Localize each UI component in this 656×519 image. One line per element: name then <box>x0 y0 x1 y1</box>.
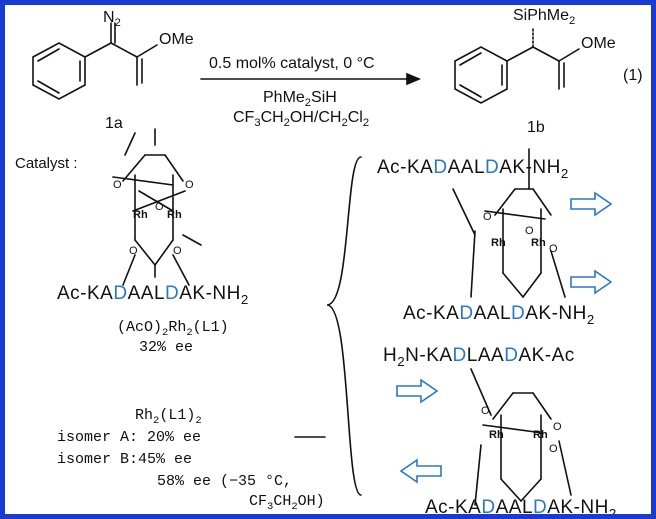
arrow-right-3 <box>396 378 439 404</box>
condition-catalyst-temp: 0.5 mol% catalyst, 0 °C <box>209 55 375 72</box>
complex1-ee: 32% ee <box>139 339 194 356</box>
isomer-a-bottom-peptide: Ac-KADAALDAK-NH2 <box>403 303 595 327</box>
catalyst-dirhodium-core <box>112 128 202 286</box>
isomer-b-final-peptide: Ac-KADAALDAK-NH2 <box>425 497 617 519</box>
product-benzene-ring <box>454 46 508 104</box>
catalyst-o-1: O <box>113 179 122 191</box>
catalyst-peptide-ligand: Ac-KADAALDAK-NH2 <box>57 283 249 307</box>
arrow-left-1 <box>399 458 442 484</box>
isomer-a-o-1: O <box>483 211 492 223</box>
reaction-arrow-head <box>406 72 422 86</box>
reactant-bond-ester <box>136 44 158 58</box>
hollow-arrows <box>396 191 613 484</box>
product-methoxy-label: OMe <box>581 35 616 52</box>
reactant-methoxy-label: OMe <box>159 31 194 48</box>
isomer-b-rh-right: Rh <box>533 429 548 441</box>
catalyst-heading: Catalyst : <box>15 155 78 172</box>
isomer-b-low-temp-ee: 58% ee (−35 °C, <box>157 473 293 490</box>
catalyst-o-5: O <box>173 245 182 257</box>
catalyst-o-3: O <box>155 201 164 213</box>
catalyst-o-4: O <box>129 245 138 257</box>
arrow-right-1 <box>570 191 613 217</box>
isomer-b-o-3: O <box>549 443 558 455</box>
isomer-a-rh-left: Rh <box>491 237 506 249</box>
catalyst-rh-right: Rh <box>167 209 182 221</box>
isomer-a-ee: isomer A: 20% ee <box>57 429 202 446</box>
isomer-a-o-2: O <box>525 225 534 237</box>
product-compound-label: 1b <box>527 119 545 136</box>
isomer-b-o-2: O <box>553 421 562 433</box>
condition-silane: PhMe2SiH <box>263 89 337 110</box>
product-silyl-label: SiPhMe2 <box>513 7 576 28</box>
isomer-a-rh-right: Rh <box>531 237 546 249</box>
isomer-b-reverse-peptide: H2N-KADLAADAK-Ac <box>383 345 575 369</box>
isomer-b-rh-left: Rh <box>489 429 504 441</box>
complex1-formula: (AcO)2Rh2(L1) <box>117 319 229 339</box>
structure-drawing <box>32 22 613 506</box>
equation-number: (1) <box>623 67 643 84</box>
reactant-diazo-label: N2 <box>103 9 121 30</box>
isomer-b-ee: isomer B:45% ee <box>57 451 193 468</box>
isomer-a-core <box>452 148 566 298</box>
isomer-a-o-3: O <box>549 243 558 255</box>
reactant-bond-c-carbonyl <box>110 42 138 58</box>
isomer-b-core <box>470 368 572 506</box>
reactant-benzene-ring <box>32 42 86 100</box>
catalyst-rh-left: Rh <box>133 209 148 221</box>
low-temp-solvent: CF3CH2OH) <box>249 493 325 513</box>
isomer-b-o-1: O <box>481 405 490 417</box>
condition-solvent: CF3CH2OH/CH2Cl2 <box>233 109 370 130</box>
catalyst-o-2: O <box>185 179 194 191</box>
reactant-compound-label: 1a <box>105 115 123 132</box>
isomer-a-top-peptide: Ac-KADAALDAK-NH2 <box>377 157 569 181</box>
reactant-bond-ring-c <box>84 42 112 58</box>
arrow-right-2 <box>570 269 613 295</box>
isomer-brace <box>326 156 362 496</box>
complex2-formula: Rh2(L1)2 <box>135 407 202 427</box>
